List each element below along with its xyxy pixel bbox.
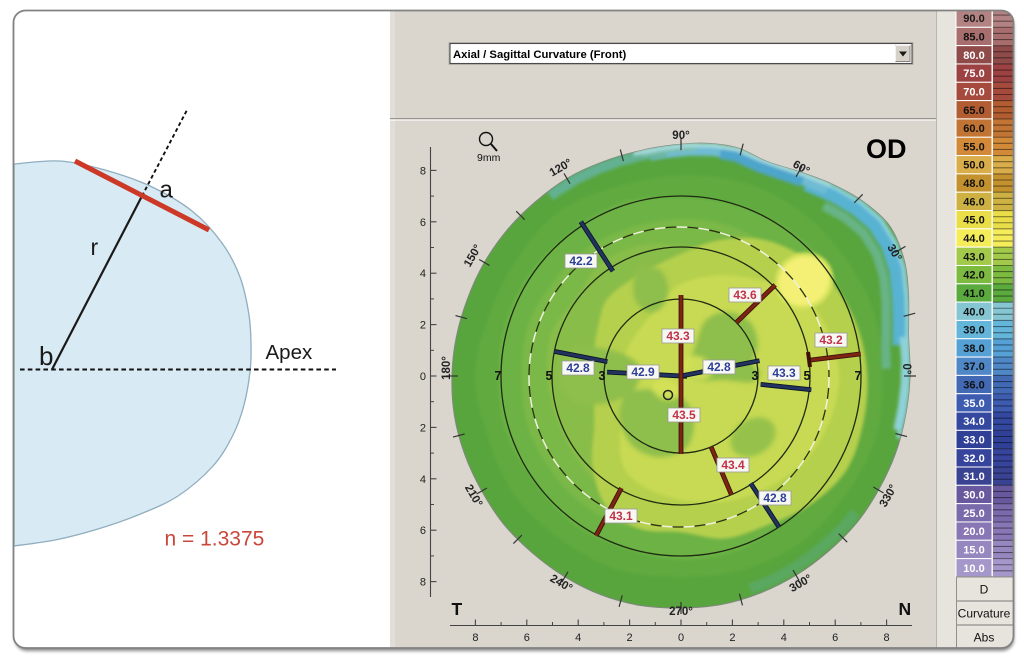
svg-text:D: D: [980, 583, 989, 597]
svg-text:180°: 180°: [441, 356, 453, 380]
svg-text:33.0: 33.0: [963, 435, 984, 447]
svg-text:6: 6: [420, 217, 426, 229]
svg-text:r: r: [91, 234, 99, 260]
svg-text:43.6: 43.6: [733, 288, 757, 302]
svg-text:4: 4: [781, 632, 787, 644]
svg-text:41.0: 41.0: [963, 288, 984, 300]
svg-text:35.0: 35.0: [963, 398, 984, 410]
svg-text:7: 7: [495, 369, 502, 383]
svg-text:8: 8: [420, 165, 426, 177]
svg-text:Abs: Abs: [974, 631, 995, 645]
svg-text:45.0: 45.0: [963, 215, 984, 227]
svg-text:2: 2: [729, 632, 735, 644]
svg-text:b: b: [39, 341, 53, 371]
svg-text:40.0: 40.0: [963, 306, 984, 318]
svg-text:90.0: 90.0: [963, 13, 984, 25]
svg-text:N: N: [899, 599, 912, 619]
svg-text:20.0: 20.0: [963, 526, 984, 538]
svg-text:4: 4: [575, 632, 581, 644]
svg-text:42.8: 42.8: [707, 360, 731, 374]
svg-text:44.0: 44.0: [963, 233, 984, 245]
svg-text:43.4: 43.4: [721, 458, 745, 472]
svg-text:31.0: 31.0: [963, 471, 984, 483]
svg-text:42.8: 42.8: [566, 361, 590, 375]
svg-text:43.3: 43.3: [772, 366, 796, 380]
svg-text:0: 0: [420, 371, 426, 383]
svg-text:36.0: 36.0: [963, 380, 984, 392]
svg-text:2: 2: [627, 632, 633, 644]
svg-text:42.2: 42.2: [569, 254, 593, 268]
svg-text:Axial / Sagittal Curvature (Fr: Axial / Sagittal Curvature (Front): [453, 49, 626, 61]
svg-text:38.0: 38.0: [963, 343, 984, 355]
svg-text:9mm: 9mm: [477, 152, 501, 164]
svg-text:43.3: 43.3: [666, 329, 690, 343]
svg-text:25.0: 25.0: [963, 508, 984, 520]
svg-text:8: 8: [472, 632, 478, 644]
svg-text:15.0: 15.0: [963, 544, 984, 556]
svg-text:42.0: 42.0: [963, 270, 984, 282]
svg-text:OD: OD: [866, 134, 907, 164]
svg-text:46.0: 46.0: [963, 196, 984, 208]
svg-text:48.0: 48.0: [963, 178, 984, 190]
svg-text:85.0: 85.0: [963, 31, 984, 43]
svg-text:65.0: 65.0: [963, 105, 984, 117]
svg-text:Apex: Apex: [266, 341, 313, 364]
svg-text:4: 4: [420, 474, 426, 486]
svg-text:2: 2: [420, 320, 426, 332]
svg-text:0: 0: [678, 632, 684, 644]
svg-text:32.0: 32.0: [963, 453, 984, 465]
svg-text:90°: 90°: [672, 130, 690, 142]
svg-text:37.0: 37.0: [963, 361, 984, 373]
svg-text:10.0: 10.0: [963, 563, 984, 575]
svg-text:6: 6: [832, 632, 838, 644]
svg-text:34.0: 34.0: [963, 416, 984, 428]
svg-text:8: 8: [420, 577, 426, 589]
svg-text:3: 3: [599, 369, 606, 383]
svg-text:2: 2: [420, 422, 426, 434]
svg-text:270°: 270°: [669, 606, 693, 618]
svg-text:50.0: 50.0: [963, 160, 984, 172]
svg-text:n = 1.3375: n = 1.3375: [165, 528, 265, 551]
svg-text:4: 4: [420, 268, 426, 280]
svg-text:6: 6: [420, 525, 426, 537]
svg-text:6: 6: [524, 632, 530, 644]
svg-text:80.0: 80.0: [963, 50, 984, 62]
svg-text:75.0: 75.0: [963, 68, 984, 80]
svg-text:a: a: [160, 177, 174, 204]
svg-text:43.1: 43.1: [609, 509, 633, 523]
svg-text:8: 8: [884, 632, 890, 644]
svg-text:70.0: 70.0: [963, 86, 984, 98]
svg-text:3: 3: [752, 369, 759, 383]
svg-text:39.0: 39.0: [963, 325, 984, 337]
svg-text:60.0: 60.0: [963, 123, 984, 135]
svg-text:T: T: [452, 599, 463, 619]
svg-text:0°: 0°: [900, 364, 912, 375]
svg-text:Curvature: Curvature: [958, 607, 1011, 621]
svg-text:5: 5: [804, 369, 811, 383]
svg-text:42.8: 42.8: [763, 491, 787, 505]
svg-text:5: 5: [546, 369, 553, 383]
svg-text:43.2: 43.2: [819, 333, 843, 347]
svg-text:30.0: 30.0: [963, 489, 984, 501]
svg-text:7: 7: [855, 369, 862, 383]
svg-text:43.5: 43.5: [672, 408, 696, 422]
svg-text:43.0: 43.0: [963, 251, 984, 263]
svg-text:55.0: 55.0: [963, 141, 984, 153]
svg-text:42.9: 42.9: [631, 365, 655, 379]
